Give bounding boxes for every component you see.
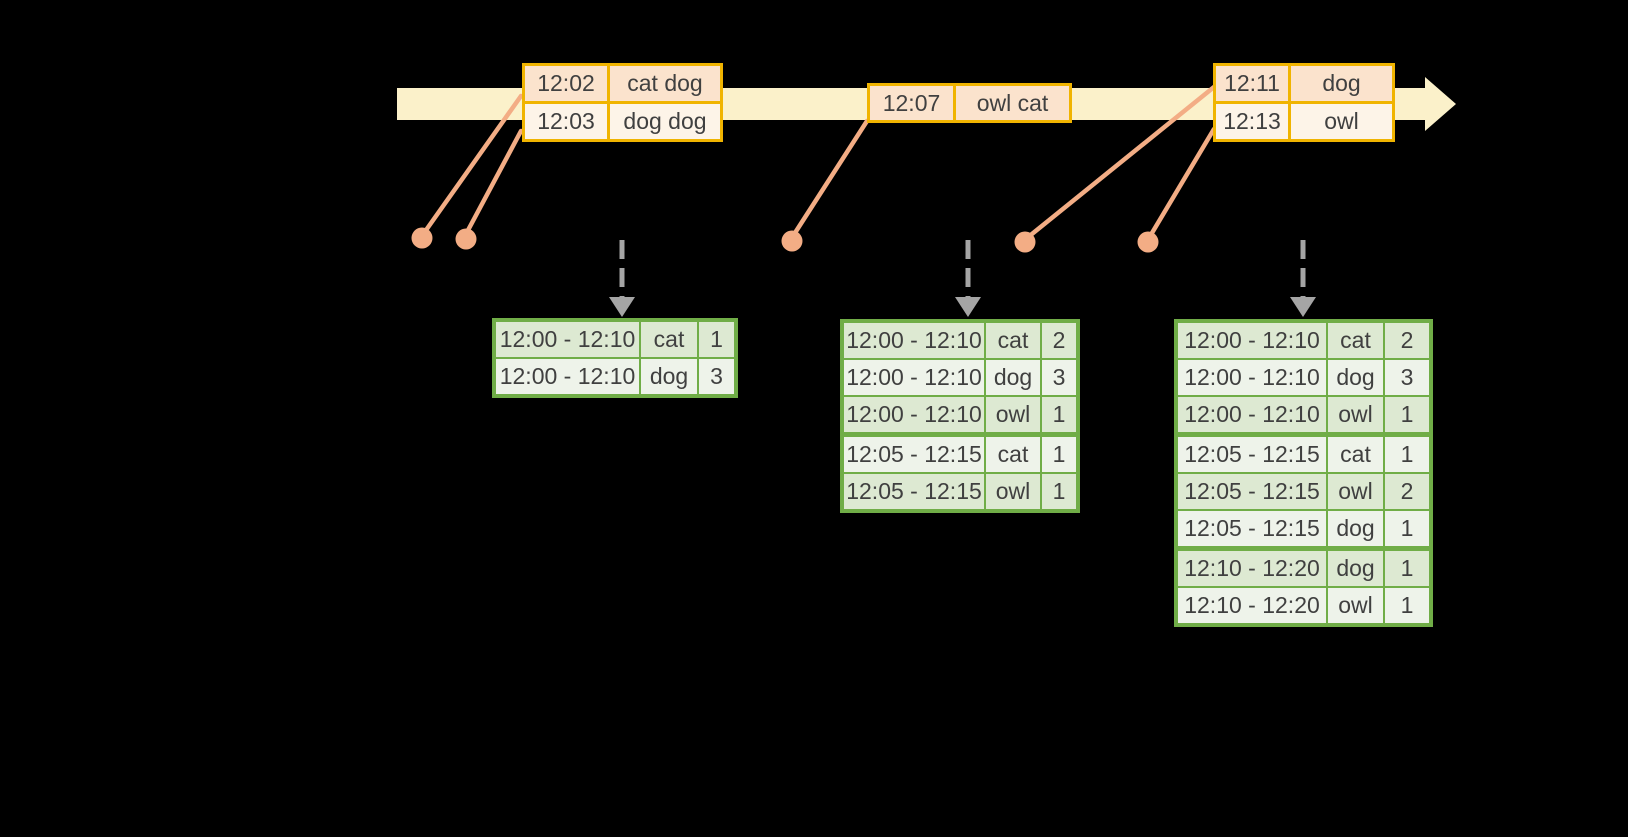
- event-dot-icon: [455, 228, 477, 250]
- event-connector-line: [1146, 126, 1217, 241]
- word-cell: cat: [986, 323, 1040, 358]
- window-cell: 12:05 - 12:15: [1178, 474, 1326, 509]
- window-cell: 12:00 - 12:10: [844, 397, 984, 432]
- word-cell: owl: [1328, 397, 1383, 432]
- count-cell: 1: [1042, 437, 1076, 472]
- count-cell: 1: [699, 322, 734, 357]
- word-cell: owl: [986, 397, 1040, 432]
- event-connector-line: [463, 128, 524, 237]
- event-dot-icon: [411, 227, 433, 249]
- count-cell: 1: [1385, 437, 1429, 472]
- count-cell: 1: [1385, 588, 1429, 623]
- event-connector-line: [421, 93, 524, 236]
- event-dot-icon: [1137, 231, 1159, 253]
- word-cell: cat: [641, 322, 697, 357]
- window-cell: 12:00 - 12:10: [844, 323, 984, 358]
- word-cell: dog: [1328, 360, 1383, 395]
- window-cell: 12:05 - 12:15: [844, 437, 984, 472]
- count-cell: 3: [699, 359, 734, 394]
- event-words-cell: owl cat: [956, 86, 1069, 120]
- count-cell: 2: [1385, 323, 1429, 358]
- word-cell: cat: [1328, 323, 1383, 358]
- count-cell: 1: [1385, 511, 1429, 546]
- count-cell: 2: [1385, 474, 1429, 509]
- word-cell: dog: [986, 360, 1040, 395]
- window-cell: 12:00 - 12:10: [496, 359, 639, 394]
- event-connector-line: [1024, 84, 1217, 241]
- window-cell: 12:00 - 12:10: [496, 322, 639, 357]
- window-cell: 12:05 - 12:15: [1178, 437, 1326, 472]
- count-cell: 1: [1042, 397, 1076, 432]
- count-cell: 1: [1042, 474, 1076, 509]
- window-cell: 12:10 - 12:20: [1178, 551, 1326, 586]
- trigger-arrow-icon: [609, 240, 635, 317]
- word-cell: dog: [1328, 511, 1383, 546]
- count-cell: 1: [1385, 397, 1429, 432]
- window-cell: 12:00 - 12:10: [1178, 397, 1326, 432]
- event-words-cell: dog: [1291, 66, 1392, 101]
- word-cell: cat: [986, 437, 1040, 472]
- window-cell: 12:00 - 12:10: [1178, 323, 1326, 358]
- event-time-cell: 12:02: [525, 66, 607, 101]
- event-words-cell: dog dog: [610, 104, 720, 139]
- event-dot-icon: [1014, 231, 1036, 253]
- event-time-cell: 12:03: [525, 104, 607, 139]
- event-words-cell: cat dog: [610, 66, 720, 101]
- event-time-cell: 12:13: [1216, 104, 1288, 139]
- count-cell: 1: [1385, 551, 1429, 586]
- word-cell: dog: [1328, 551, 1383, 586]
- event-time-cell: 12:07: [870, 86, 953, 120]
- event-words-cell: owl: [1291, 104, 1392, 139]
- word-cell: owl: [1328, 588, 1383, 623]
- trigger-arrow-icon: [955, 240, 981, 317]
- window-cell: 12:05 - 12:15: [844, 474, 984, 509]
- event-connector-line: [790, 118, 870, 239]
- word-cell: dog: [641, 359, 697, 394]
- word-cell: cat: [1328, 437, 1383, 472]
- word-cell: owl: [986, 474, 1040, 509]
- window-cell: 12:05 - 12:15: [1178, 511, 1326, 546]
- window-cell: 12:00 - 12:10: [1178, 360, 1326, 395]
- count-cell: 3: [1042, 360, 1076, 395]
- window-cell: 12:10 - 12:20: [1178, 588, 1326, 623]
- event-dot-icon: [781, 230, 803, 252]
- trigger-arrow-icon: [1290, 240, 1316, 317]
- event-time-cell: 12:11: [1216, 66, 1288, 101]
- count-cell: 2: [1042, 323, 1076, 358]
- window-cell: 12:00 - 12:10: [844, 360, 984, 395]
- timeline-arrowhead-icon: [1425, 77, 1456, 131]
- count-cell: 3: [1385, 360, 1429, 395]
- word-cell: owl: [1328, 474, 1383, 509]
